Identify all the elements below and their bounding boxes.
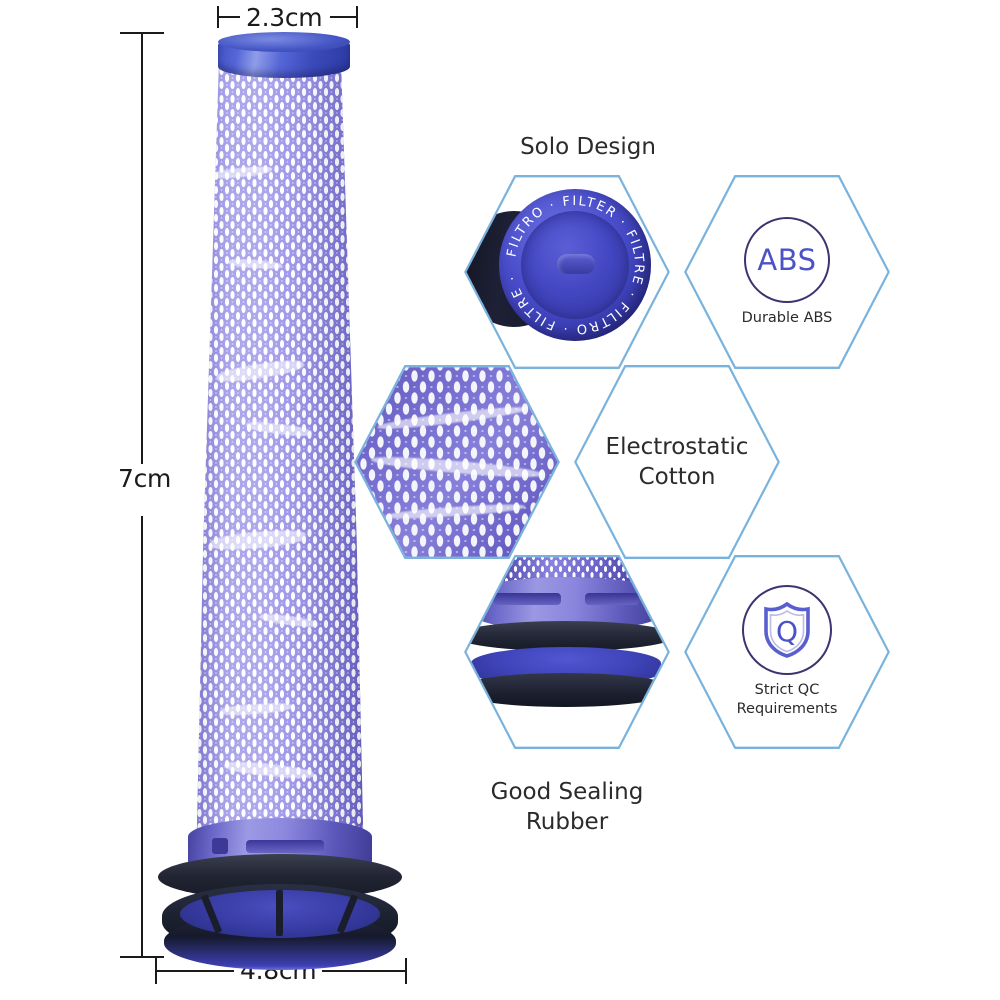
solo-center-nub bbox=[556, 253, 595, 274]
hex-solo-design[interactable]: FILTRO · FILTER · FILTRE · FILTRO · FILT… bbox=[464, 175, 670, 369]
filter-mesh-texture bbox=[196, 64, 364, 832]
seal-rubber-gasket-lower bbox=[466, 672, 668, 707]
dim-top-left-line bbox=[217, 16, 245, 18]
sealing-rubber-photo bbox=[466, 557, 668, 746]
dim-left-bottom-cap bbox=[120, 956, 164, 958]
dimension-label-width-top: 2.3cm bbox=[240, 3, 329, 32]
solo-design-caption: Solo Design bbox=[520, 134, 656, 160]
seal-rubber-gasket bbox=[466, 620, 668, 651]
abs-badge-circle: ABS bbox=[744, 216, 830, 303]
hex-electrostatic-cotton-photo[interactable] bbox=[354, 365, 560, 559]
dim-bottom-right-line bbox=[322, 970, 407, 972]
good-sealing-rubber-caption: Good Sealing Rubber bbox=[490, 779, 644, 835]
solo-design-photo: FILTRO · FILTER · FILTRE · FILTRO · FILT… bbox=[466, 177, 668, 366]
durable-abs-label: Durable ABS bbox=[741, 309, 833, 326]
filter-mesh-body bbox=[150, 64, 410, 832]
base-rib bbox=[276, 890, 283, 936]
abs-badge-text: ABS bbox=[757, 242, 817, 277]
hex-strict-qc[interactable]: Q Strict QC Requirements bbox=[684, 555, 890, 749]
qc-badge-circle: Q bbox=[742, 585, 832, 676]
filter-collar-notch bbox=[212, 838, 228, 854]
dimension-label-height: 7cm bbox=[112, 464, 178, 493]
dim-top-right-line bbox=[330, 16, 358, 18]
qc-badge-letter: Q bbox=[776, 615, 798, 648]
hex-durable-abs[interactable]: ABS Durable ABS bbox=[684, 175, 890, 369]
shield-icon: Q bbox=[764, 602, 810, 659]
dim-left-lower-line bbox=[141, 516, 143, 958]
dim-top-right-cap bbox=[356, 6, 358, 28]
seal-collar-slot bbox=[584, 592, 639, 605]
electrostatic-cotton-label: Electrostatic Cotton bbox=[605, 433, 749, 490]
filter-collar-slot bbox=[246, 840, 324, 853]
dim-top-left-cap bbox=[217, 6, 219, 28]
dim-bottom-right-cap bbox=[405, 958, 407, 984]
strict-qc-label: Strict QC Requirements bbox=[736, 682, 838, 717]
dim-left-upper-line bbox=[141, 32, 143, 466]
seal-collar-slot bbox=[492, 592, 561, 605]
hex-electrostatic-cotton-label[interactable]: Electrostatic Cotton bbox=[574, 365, 780, 559]
hex-good-sealing-rubber[interactable] bbox=[464, 555, 670, 749]
product-image bbox=[150, 28, 410, 970]
filter-top-cap-face bbox=[218, 32, 350, 52]
dim-bottom-left-line bbox=[155, 970, 240, 972]
